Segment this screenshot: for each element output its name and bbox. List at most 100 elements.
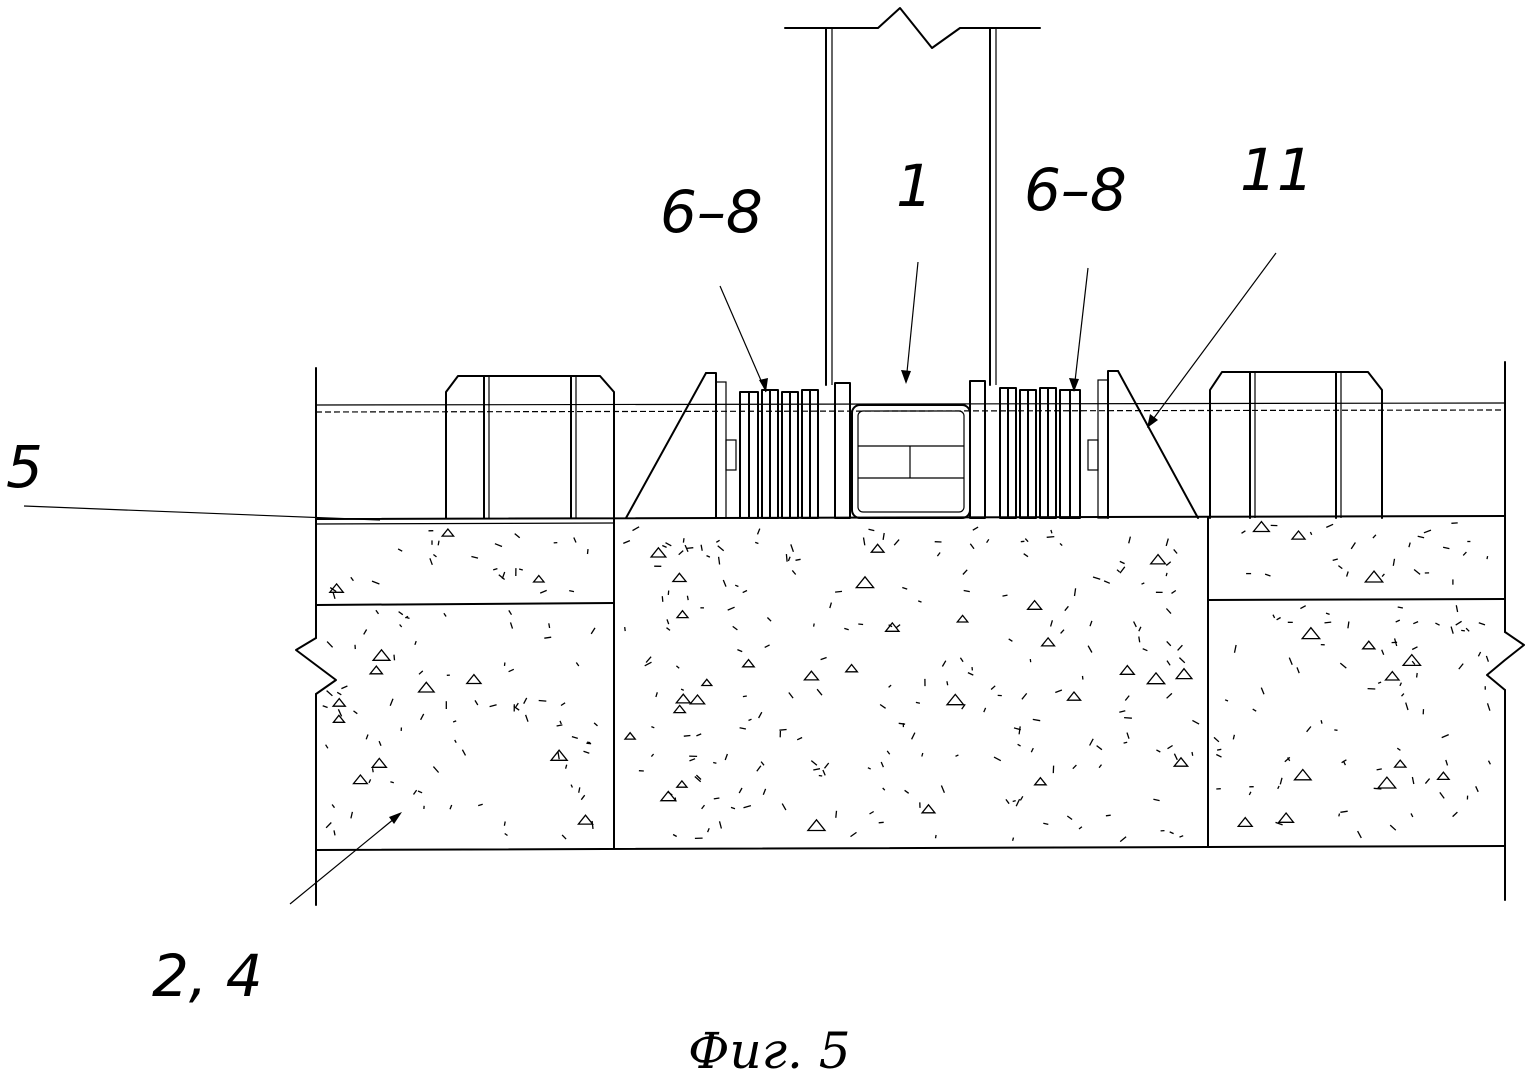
concrete-speck <box>1445 759 1449 766</box>
concrete-speck <box>867 767 871 770</box>
concrete-speck <box>493 567 498 571</box>
concrete-speck <box>715 539 720 543</box>
concrete-speck <box>336 691 342 696</box>
concrete-speck <box>934 834 937 839</box>
concrete-speck <box>835 590 843 593</box>
arrow-2-4 <box>389 812 402 824</box>
concrete-speck <box>651 725 655 729</box>
concrete-speck <box>1401 693 1405 697</box>
concrete-speck <box>756 765 762 772</box>
concrete-speck <box>718 821 723 829</box>
concrete-speck <box>1021 692 1028 700</box>
concrete-speck <box>895 624 901 629</box>
concrete-speck <box>591 820 594 829</box>
concrete-speck <box>737 648 743 653</box>
concrete-speck <box>1320 720 1323 724</box>
concrete-speck <box>844 627 849 631</box>
concrete-speck <box>810 760 818 766</box>
aggregate-triangle <box>1033 776 1048 786</box>
aggregate-triangle <box>1290 529 1307 540</box>
concrete-speck <box>1046 535 1055 538</box>
aggregate-triangle <box>659 790 678 802</box>
concrete-speck <box>730 806 736 810</box>
concrete-speck <box>893 539 900 546</box>
concrete-speck <box>1399 682 1402 687</box>
concrete-speck <box>1232 734 1236 740</box>
concrete-speck <box>1138 636 1141 643</box>
leader-lines <box>23 252 1277 905</box>
concrete-speck <box>1345 571 1349 577</box>
concrete-speck <box>1216 753 1222 758</box>
concrete-speck <box>1275 821 1283 826</box>
concrete-speck <box>548 623 551 629</box>
aggregate-triangle <box>1172 756 1190 767</box>
concrete-speck <box>332 591 336 599</box>
concrete-speck <box>888 684 892 688</box>
concrete-speck <box>972 526 979 531</box>
concrete-speck <box>578 787 581 793</box>
concrete-speck <box>513 705 520 711</box>
aggregate-triangle <box>854 575 875 589</box>
concrete-speck <box>474 700 479 706</box>
concrete-speck <box>795 558 801 561</box>
concrete-speck <box>1465 627 1470 632</box>
concrete-speck <box>650 753 655 758</box>
aggregate-triangle <box>1361 640 1377 650</box>
concrete-speck <box>393 654 396 661</box>
concrete-speck <box>990 685 996 690</box>
aggregate-triangle <box>955 614 970 623</box>
concrete-speck <box>1119 566 1126 574</box>
concrete-speck <box>509 622 514 629</box>
concrete-speck <box>586 549 589 555</box>
concrete-speck <box>742 589 748 594</box>
concrete-speck <box>986 538 990 544</box>
concrete-speck <box>1411 660 1416 665</box>
concrete-speck <box>858 623 864 626</box>
concrete-speck <box>1019 795 1024 801</box>
concrete-speck <box>405 616 410 620</box>
concrete-speck <box>452 720 457 723</box>
aggregate-triangle <box>806 818 827 832</box>
concrete-speck <box>518 568 523 571</box>
concrete-speck <box>1023 553 1029 558</box>
concrete-speck <box>501 571 506 579</box>
concrete-speck <box>575 662 580 667</box>
concrete-speck <box>586 741 591 744</box>
concrete-speck <box>478 803 483 807</box>
concrete-speck <box>350 576 354 582</box>
concrete-speck <box>1213 736 1220 743</box>
concrete-speck <box>1119 710 1126 713</box>
concrete-speck <box>1486 703 1491 711</box>
concrete-speck <box>822 769 826 776</box>
concrete-speck <box>706 555 711 558</box>
concrete-speck <box>672 833 678 838</box>
concrete-speck <box>1413 568 1421 575</box>
concrete-speck <box>1017 743 1021 747</box>
concrete-speck <box>556 724 563 727</box>
concrete-speck <box>1103 580 1111 584</box>
concrete-speck <box>561 834 567 840</box>
aggregate-triangle <box>675 779 689 788</box>
concrete-speck <box>1166 640 1172 647</box>
concrete-speck <box>788 692 794 699</box>
concrete-speck <box>816 688 823 696</box>
aggregate-triangle <box>741 658 756 668</box>
concrete-speck <box>1165 572 1168 577</box>
concrete-speck <box>1417 535 1425 539</box>
aggregate-triangle <box>370 757 388 768</box>
concrete-speck <box>1325 612 1330 616</box>
concrete-speck <box>353 710 358 715</box>
concrete-speck <box>514 533 521 539</box>
arrow-6-8-right <box>1069 378 1079 392</box>
concrete-speck <box>1165 561 1172 566</box>
aggregate-triangle <box>920 803 937 814</box>
concrete-speck <box>1233 644 1237 653</box>
aggregate-triangle <box>440 527 455 537</box>
aggregate-triangle <box>671 572 688 583</box>
concrete-speck <box>326 690 333 697</box>
concrete-speck <box>1078 826 1083 830</box>
concrete-speck <box>983 707 987 713</box>
aggregate-triangle <box>417 681 436 693</box>
concrete-speck <box>868 528 875 532</box>
aggregate-triangle <box>869 543 886 553</box>
